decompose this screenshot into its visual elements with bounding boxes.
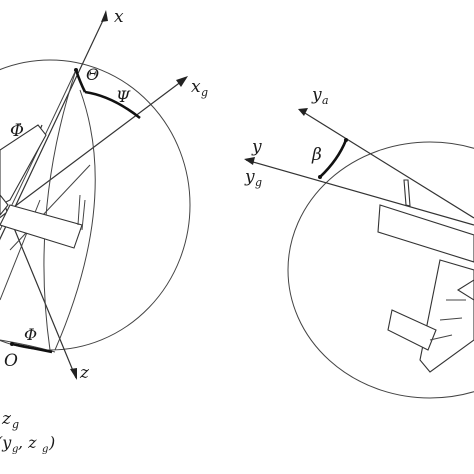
beta-angle-label: β	[311, 145, 322, 165]
right-reference-ellipse	[287, 141, 474, 399]
ya-axis-line	[299, 109, 474, 219]
right-aircraft	[377, 179, 474, 373]
left-reference-ellipse	[0, 59, 191, 351]
xg-axis-label: x	[191, 77, 201, 97]
svg-text:): )	[48, 433, 55, 452]
phi-angle-label: Φ	[24, 325, 37, 344]
zg-axis-label: z	[1, 409, 12, 429]
xg-axis-label-subscript: g	[201, 86, 208, 99]
psi-angle-label: Ψ	[116, 87, 131, 106]
left-aircraft	[0, 124, 86, 249]
theta-angle-arc	[74, 69, 87, 93]
yg-axis-label: y	[244, 167, 255, 187]
y-axis-line	[245, 159, 474, 226]
svg-text:(y: (y	[0, 433, 12, 452]
meridian-curve-2	[54, 89, 96, 351]
svg-text:g: g	[42, 444, 48, 455]
z-axis-line	[0, 192, 77, 379]
left-figure: x x g Θ Ψ Φ̇ Φ O z z g (y g , z g )	[0, 7, 208, 455]
xg-axis-arrow-icon	[176, 76, 188, 87]
phi-dot-label: Φ̇	[10, 121, 24, 141]
ya-axis-label-subscript: a	[322, 94, 329, 107]
z-axis-arrow-icon	[70, 368, 77, 380]
x-axis-label: x	[114, 7, 124, 27]
y-axis-label: y	[251, 137, 262, 157]
coordinate-caption: (y g , z g )	[0, 433, 55, 455]
meridian-curve-6	[9, 164, 91, 251]
xg-axis-line	[0, 77, 187, 219]
meridian-curve-1	[43, 69, 77, 351]
yg-axis-label-subscript: g	[255, 176, 262, 189]
svg-text:, z: , z	[18, 433, 37, 452]
y-axis-arrow-icon	[244, 157, 255, 165]
phi-angle-arc	[11, 342, 53, 354]
origin-label: O	[4, 351, 18, 371]
zg-axis-label-subscript: g	[12, 418, 19, 431]
ya-axis-arrow-icon	[298, 108, 308, 116]
x-axis-arrow-icon	[101, 10, 108, 22]
ya-axis-label: y	[311, 85, 322, 105]
psi-angle-arc	[84, 90, 141, 120]
z-axis-label: z	[79, 363, 90, 383]
origin-point	[10, 342, 14, 346]
right-figure: y a y y g β	[244, 85, 474, 399]
svg-text:g: g	[12, 444, 18, 455]
theta-angle-label: Θ	[86, 65, 99, 84]
beta-angle-arc	[319, 139, 348, 178]
